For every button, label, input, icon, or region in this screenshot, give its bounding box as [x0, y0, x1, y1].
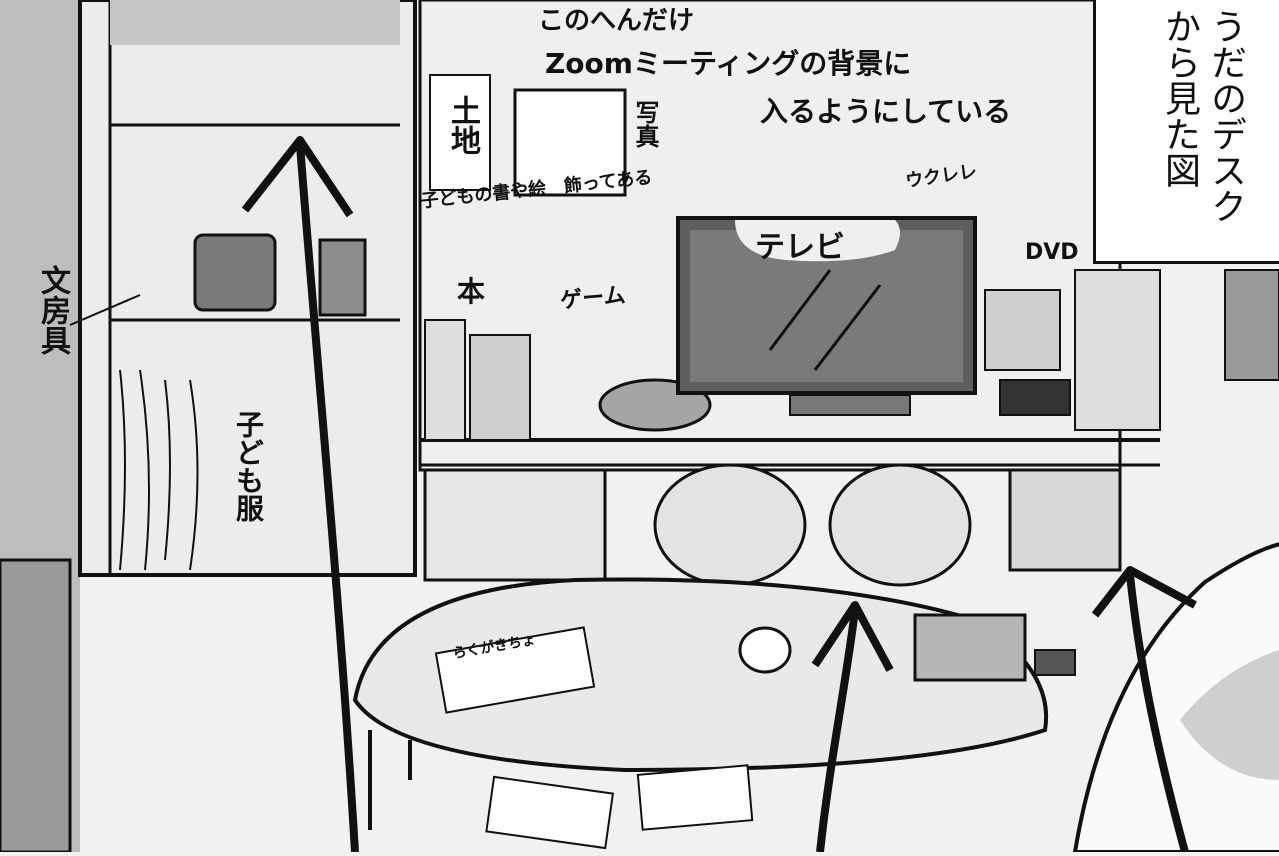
book-stack-2 — [469, 334, 531, 441]
book-stack — [424, 319, 466, 441]
stationery-bin — [193, 233, 277, 312]
tochi-frame — [429, 74, 491, 191]
stationery-pointer — [69, 294, 141, 326]
arrow-left-head — [241, 136, 354, 218]
basket-right — [828, 463, 972, 587]
caption-box — [1093, 0, 1279, 264]
left-chair — [0, 558, 72, 854]
dvd-player — [999, 379, 1071, 416]
tv-glare-1 — [768, 269, 832, 351]
closet-top-box — [110, 0, 400, 45]
drawer-unit — [423, 468, 607, 582]
label-stationery: 文房具 — [35, 265, 70, 355]
tv-label-cloud — [735, 220, 900, 262]
label-zoom-line1: このへんだけ — [538, 6, 695, 36]
mirror — [738, 626, 792, 674]
caption-text: うだのデスクから見た図 — [1159, 8, 1246, 224]
tv-glare-2 — [813, 284, 882, 371]
closet-right-bin — [318, 238, 367, 317]
arrow-right-head — [1091, 566, 1197, 618]
basket-left — [653, 463, 807, 587]
label-kids-clothes: 子ども服 — [232, 410, 265, 522]
arrow-right — [1126, 574, 1189, 854]
hanging-clothes — [119, 369, 199, 571]
label-tv: テレビ — [755, 230, 845, 265]
arrow-left — [296, 144, 359, 853]
arrow-middle-head — [811, 601, 894, 672]
floor-paper-2 — [636, 764, 754, 831]
tv-stand — [789, 394, 911, 416]
storage-box — [1008, 468, 1122, 572]
right-box — [984, 289, 1061, 371]
right-wall-bins — [1224, 269, 1279, 381]
sketchbook — [434, 626, 596, 714]
dvd-rack — [1074, 269, 1161, 431]
pencil-case — [913, 613, 1027, 682]
photo-frame — [513, 88, 627, 197]
tape — [1034, 649, 1076, 676]
label-photo: 写真 — [631, 100, 659, 148]
label-game: ゲーム — [559, 283, 627, 314]
label-book: 本 — [457, 275, 486, 308]
label-zoom-line2: Zoomミーティングの背景に — [545, 47, 912, 80]
floor-paper-1 — [485, 775, 615, 850]
foreground-gray — [1180, 650, 1279, 780]
label-tochi: 土地 — [445, 95, 480, 155]
label-zoom-line3: 入るようにしている — [760, 95, 1012, 128]
low-table — [352, 577, 1049, 773]
arrow-middle — [816, 609, 859, 853]
label-dvd: DVD — [1025, 240, 1079, 265]
